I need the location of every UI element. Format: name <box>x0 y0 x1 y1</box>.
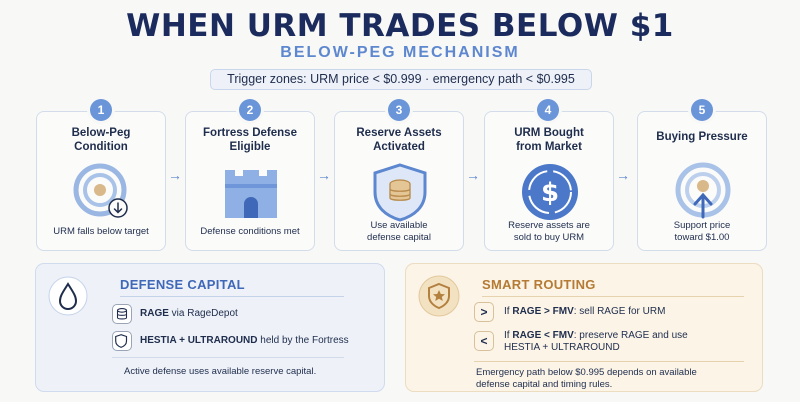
routing-rule-preserve: If RAGE < FMV: preserve RAGE and use HES… <box>504 330 688 353</box>
flow-arrow-icon: → <box>168 167 182 183</box>
routing-rule-sell: If RAGE > FMV: sell RAGE for URM <box>504 306 666 317</box>
star-shield-icon <box>418 275 460 317</box>
defense-item-rage: RAGE via RageDepot <box>140 308 238 319</box>
coin-stack-icon <box>112 304 132 324</box>
defense-capital-panel: DEFENSE CAPITAL RAGE via RageDepot HESTI… <box>35 263 385 392</box>
page-title: WHEN URM TRADES BELOW $1 <box>126 8 674 44</box>
shield-icon <box>112 331 132 351</box>
step-4-badge: 4 <box>537 99 559 121</box>
defense-capital-heading: DEFENSE CAPITAL <box>120 277 245 292</box>
drop-icon <box>48 276 88 316</box>
step-1-badge: 1 <box>90 99 112 121</box>
defense-item-hestia: HESTIA + ULTRAROUND held by the Fortress <box>140 335 349 346</box>
trigger-zones-banner: Trigger zones: URM price < $0.999 · emer… <box>210 69 592 90</box>
defense-capital-footer: Active defense uses available reserve ca… <box>124 366 317 377</box>
svg-text:$: $ <box>541 178 559 208</box>
step-1-caption: URM falls below target <box>53 226 149 237</box>
flow-arrow-icon: → <box>466 167 480 183</box>
divider <box>112 357 344 358</box>
flow-arrow-icon: → <box>317 167 331 183</box>
smart-routing-footer: Emergency path below $0.995 depends on a… <box>476 367 697 390</box>
step-2-caption: Defense conditions met <box>200 226 300 237</box>
flow-arrow-icon: → <box>616 167 630 183</box>
divider <box>474 361 744 362</box>
smart-routing-panel: SMART ROUTING > If RAGE > FMV: sell RAGE… <box>405 263 763 392</box>
castle-icon <box>225 170 277 218</box>
target-up-icon <box>675 162 731 219</box>
page-subtitle: BELOW-PEG MECHANISM <box>280 44 520 61</box>
smart-routing-heading: SMART ROUTING <box>482 277 596 292</box>
step-5-badge: 5 <box>691 99 713 121</box>
greater-than-icon: > <box>474 302 494 322</box>
shield-coins-icon <box>373 163 427 222</box>
divider <box>120 296 344 297</box>
target-down-icon <box>73 163 128 218</box>
dollar-cycle-icon: $ <box>522 164 578 220</box>
step-5-title: Buying Pressure <box>656 131 748 143</box>
less-than-icon: < <box>474 331 494 351</box>
divider <box>482 296 744 297</box>
step-3-badge: 3 <box>388 99 410 121</box>
step-2-badge: 2 <box>239 99 261 121</box>
